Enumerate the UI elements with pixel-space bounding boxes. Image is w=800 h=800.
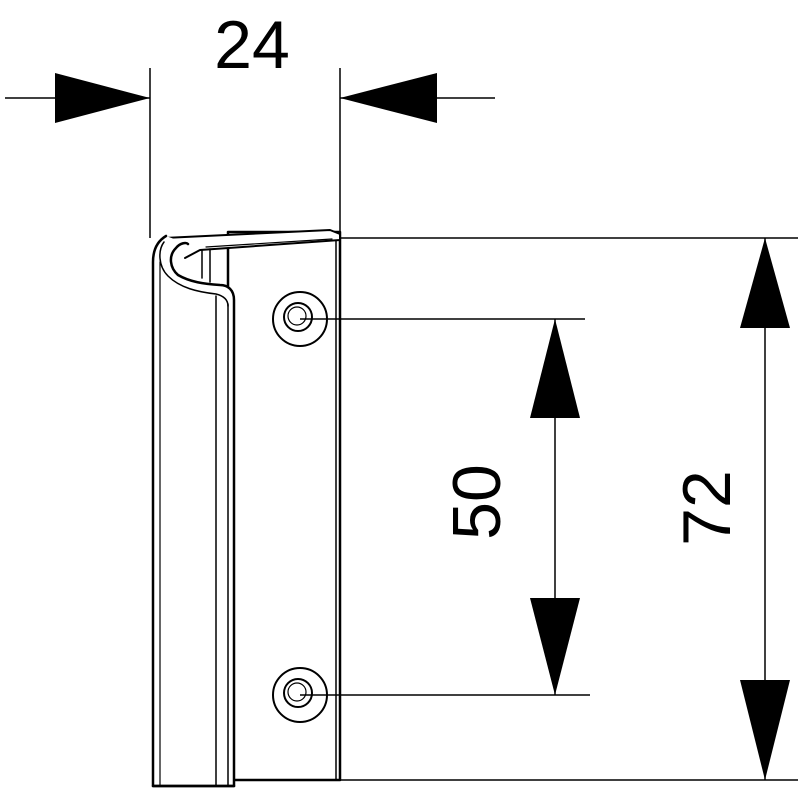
width-dimension-label: 24 <box>214 7 290 83</box>
grip-curl-inner <box>159 241 229 307</box>
width-dimension: 24 <box>5 7 495 238</box>
hole-spacing-label: 50 <box>439 464 515 540</box>
hole-spacing-dimension: 50 <box>300 318 590 696</box>
height-arrow-bottom <box>740 680 790 780</box>
grip-outer-profile <box>151 234 236 788</box>
height-dimension-label: 72 <box>669 470 745 546</box>
grip-top-inner-line <box>205 238 333 248</box>
width-arrow-right <box>340 73 437 123</box>
hole-spacing-arrow-bottom <box>530 598 580 695</box>
width-arrow-left <box>55 73 150 123</box>
height-dimension: 72 <box>340 237 798 781</box>
height-arrow-top <box>740 238 790 328</box>
hole-spacing-arrow-top <box>530 319 580 418</box>
